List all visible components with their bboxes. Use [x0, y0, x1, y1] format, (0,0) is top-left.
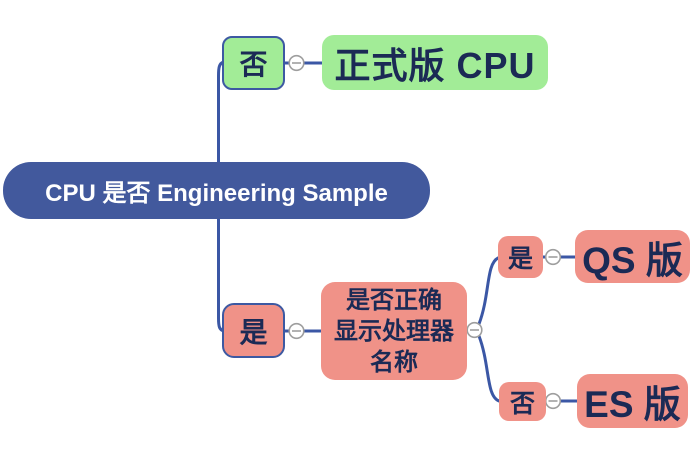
- branch-topic-yes[interactable]: 是: [222, 303, 285, 358]
- collapse-handle-icon[interactable]: [544, 248, 562, 266]
- check-label-line-3: 名称: [370, 348, 418, 376]
- check-label-line-2: 显示处理器: [334, 317, 454, 345]
- leaf-topic-qs-version[interactable]: QS 版: [575, 230, 690, 283]
- connector-curve-to-sub-no: [477, 334, 501, 403]
- qs-version-label: QS 版: [582, 239, 683, 281]
- topic-check-processor-name[interactable]: 是否正确 显示处理器 名称: [321, 282, 467, 380]
- branch-topic-no[interactable]: 否: [222, 36, 285, 90]
- check-label-line-1: 是否正确: [346, 286, 442, 314]
- collapse-handle-icon[interactable]: [288, 54, 305, 72]
- branch-no-label: 否: [239, 49, 268, 80]
- collapse-handle-icon[interactable]: [544, 392, 562, 410]
- sub-no-label: 否: [509, 389, 535, 418]
- official-cpu-label: 正式版 CPU: [334, 44, 536, 86]
- leaf-topic-es-version[interactable]: ES 版: [577, 374, 688, 428]
- branch-yes-label: 是: [239, 316, 268, 348]
- sub-yes-label: 是: [507, 245, 533, 273]
- collapse-handle-icon[interactable]: [466, 321, 483, 339]
- leaf-topic-official-cpu[interactable]: 正式版 CPU: [322, 35, 548, 90]
- connector-curve-to-sub-yes: [477, 256, 500, 326]
- root-topic-cpu-engineering-sample[interactable]: CPU 是否 Engineering Sample: [3, 162, 430, 219]
- sub-branch-topic-yes[interactable]: 是: [498, 236, 543, 278]
- collapse-handle-icon[interactable]: [288, 322, 305, 340]
- es-version-label: ES 版: [584, 384, 681, 425]
- root-topic-label: CPU 是否 Engineering Sample: [45, 180, 388, 207]
- sub-branch-topic-no[interactable]: 否: [499, 382, 546, 421]
